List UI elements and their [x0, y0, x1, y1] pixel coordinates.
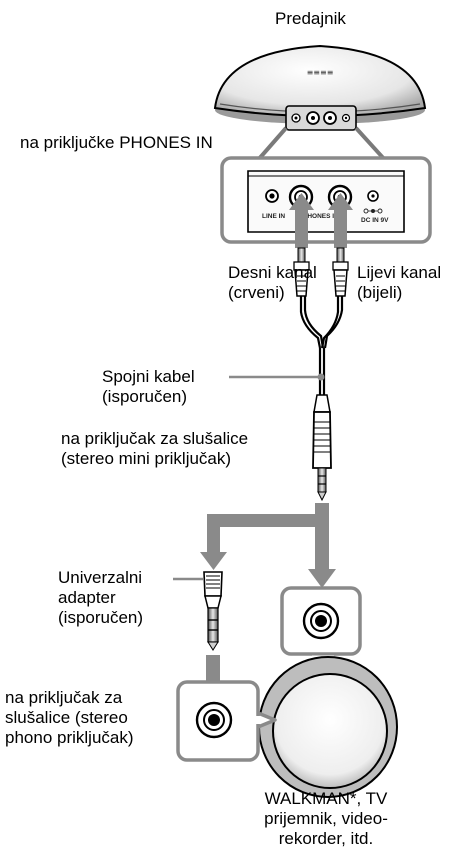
right-channel-label: Desni kanal (crveni) — [228, 263, 317, 303]
adapter-line-1: Univerzalni — [58, 568, 143, 587]
devices-line-3: rekorder, itd. — [278, 829, 374, 848]
rca-plug-red — [293, 247, 310, 297]
portable-device — [258, 656, 398, 798]
arrow-to-mini-jack — [308, 527, 336, 588]
headphone-jack-line-1: na priključak za slušalice — [61, 429, 249, 448]
headphone-jack-label: na priključak za slušalice (stereo mini … — [61, 429, 248, 469]
adapter-line-3: (isporučen) — [58, 608, 144, 627]
devices-label: WALKMAN*, TV prijemnik, video- rekorder,… — [226, 789, 426, 849]
arrow-up-left-channel — [328, 193, 353, 248]
phones-in-label: na priključke PHONES IN — [20, 133, 213, 152]
transmitter-label: Predajnik — [275, 9, 346, 28]
devices-line-2: prijemnik, video- — [264, 809, 388, 828]
panel-line-in-label: LINE IN — [262, 213, 285, 220]
headphone-jack-line-2: (stereo mini priključak) — [61, 449, 232, 468]
phono-jack-line-1: na priključak za — [5, 688, 123, 707]
stereo-mini-plug — [312, 394, 332, 502]
dc-polarity-icon — [363, 208, 383, 214]
rca-plug-white — [332, 247, 349, 297]
left-channel-color: (bijeli) — [357, 283, 403, 302]
arrow-up-right-channel — [289, 193, 314, 248]
cable-note: (isporučen) — [102, 387, 188, 406]
adapter-line-2: adapter — [58, 588, 116, 607]
right-channel-name: Desni kanal — [228, 263, 317, 282]
panel-phones-in-label: PHONES IN — [303, 213, 339, 220]
right-channel-color: (crveni) — [228, 283, 285, 302]
phono-jack-label: na priključak za slušalice (stereo phono… — [5, 688, 134, 748]
left-channel-label: Lijevi kanal (bijeli) — [357, 263, 441, 303]
panel-dc-in-label: DC IN 9V — [361, 217, 389, 224]
transmitter-device: ≡≡≡≡ — [213, 44, 427, 162]
phono-jack-line-2: slušalice (stereo — [5, 708, 128, 727]
universal-adapter — [203, 571, 223, 651]
jack-panel-zoom: LINE IN PHONES IN DC IN 9V — [220, 156, 432, 244]
phono-jack-line-3: phono priključak) — [5, 728, 134, 747]
arrow-to-adapter — [200, 503, 329, 570]
device-badge: ≡≡≡≡ — [307, 68, 334, 77]
phono-jack-callout — [176, 680, 277, 762]
devices-line-1: WALKMAN*, TV — [264, 789, 388, 808]
left-channel-name: Lijevi kanal — [357, 263, 442, 282]
connection-cable — [299, 296, 344, 395]
adapter-label: Univerzalni adapter (isporučen) — [58, 568, 143, 628]
cable-label: Spojni kabel (isporučen) — [102, 367, 195, 407]
cable-name: Spojni kabel — [102, 367, 195, 386]
